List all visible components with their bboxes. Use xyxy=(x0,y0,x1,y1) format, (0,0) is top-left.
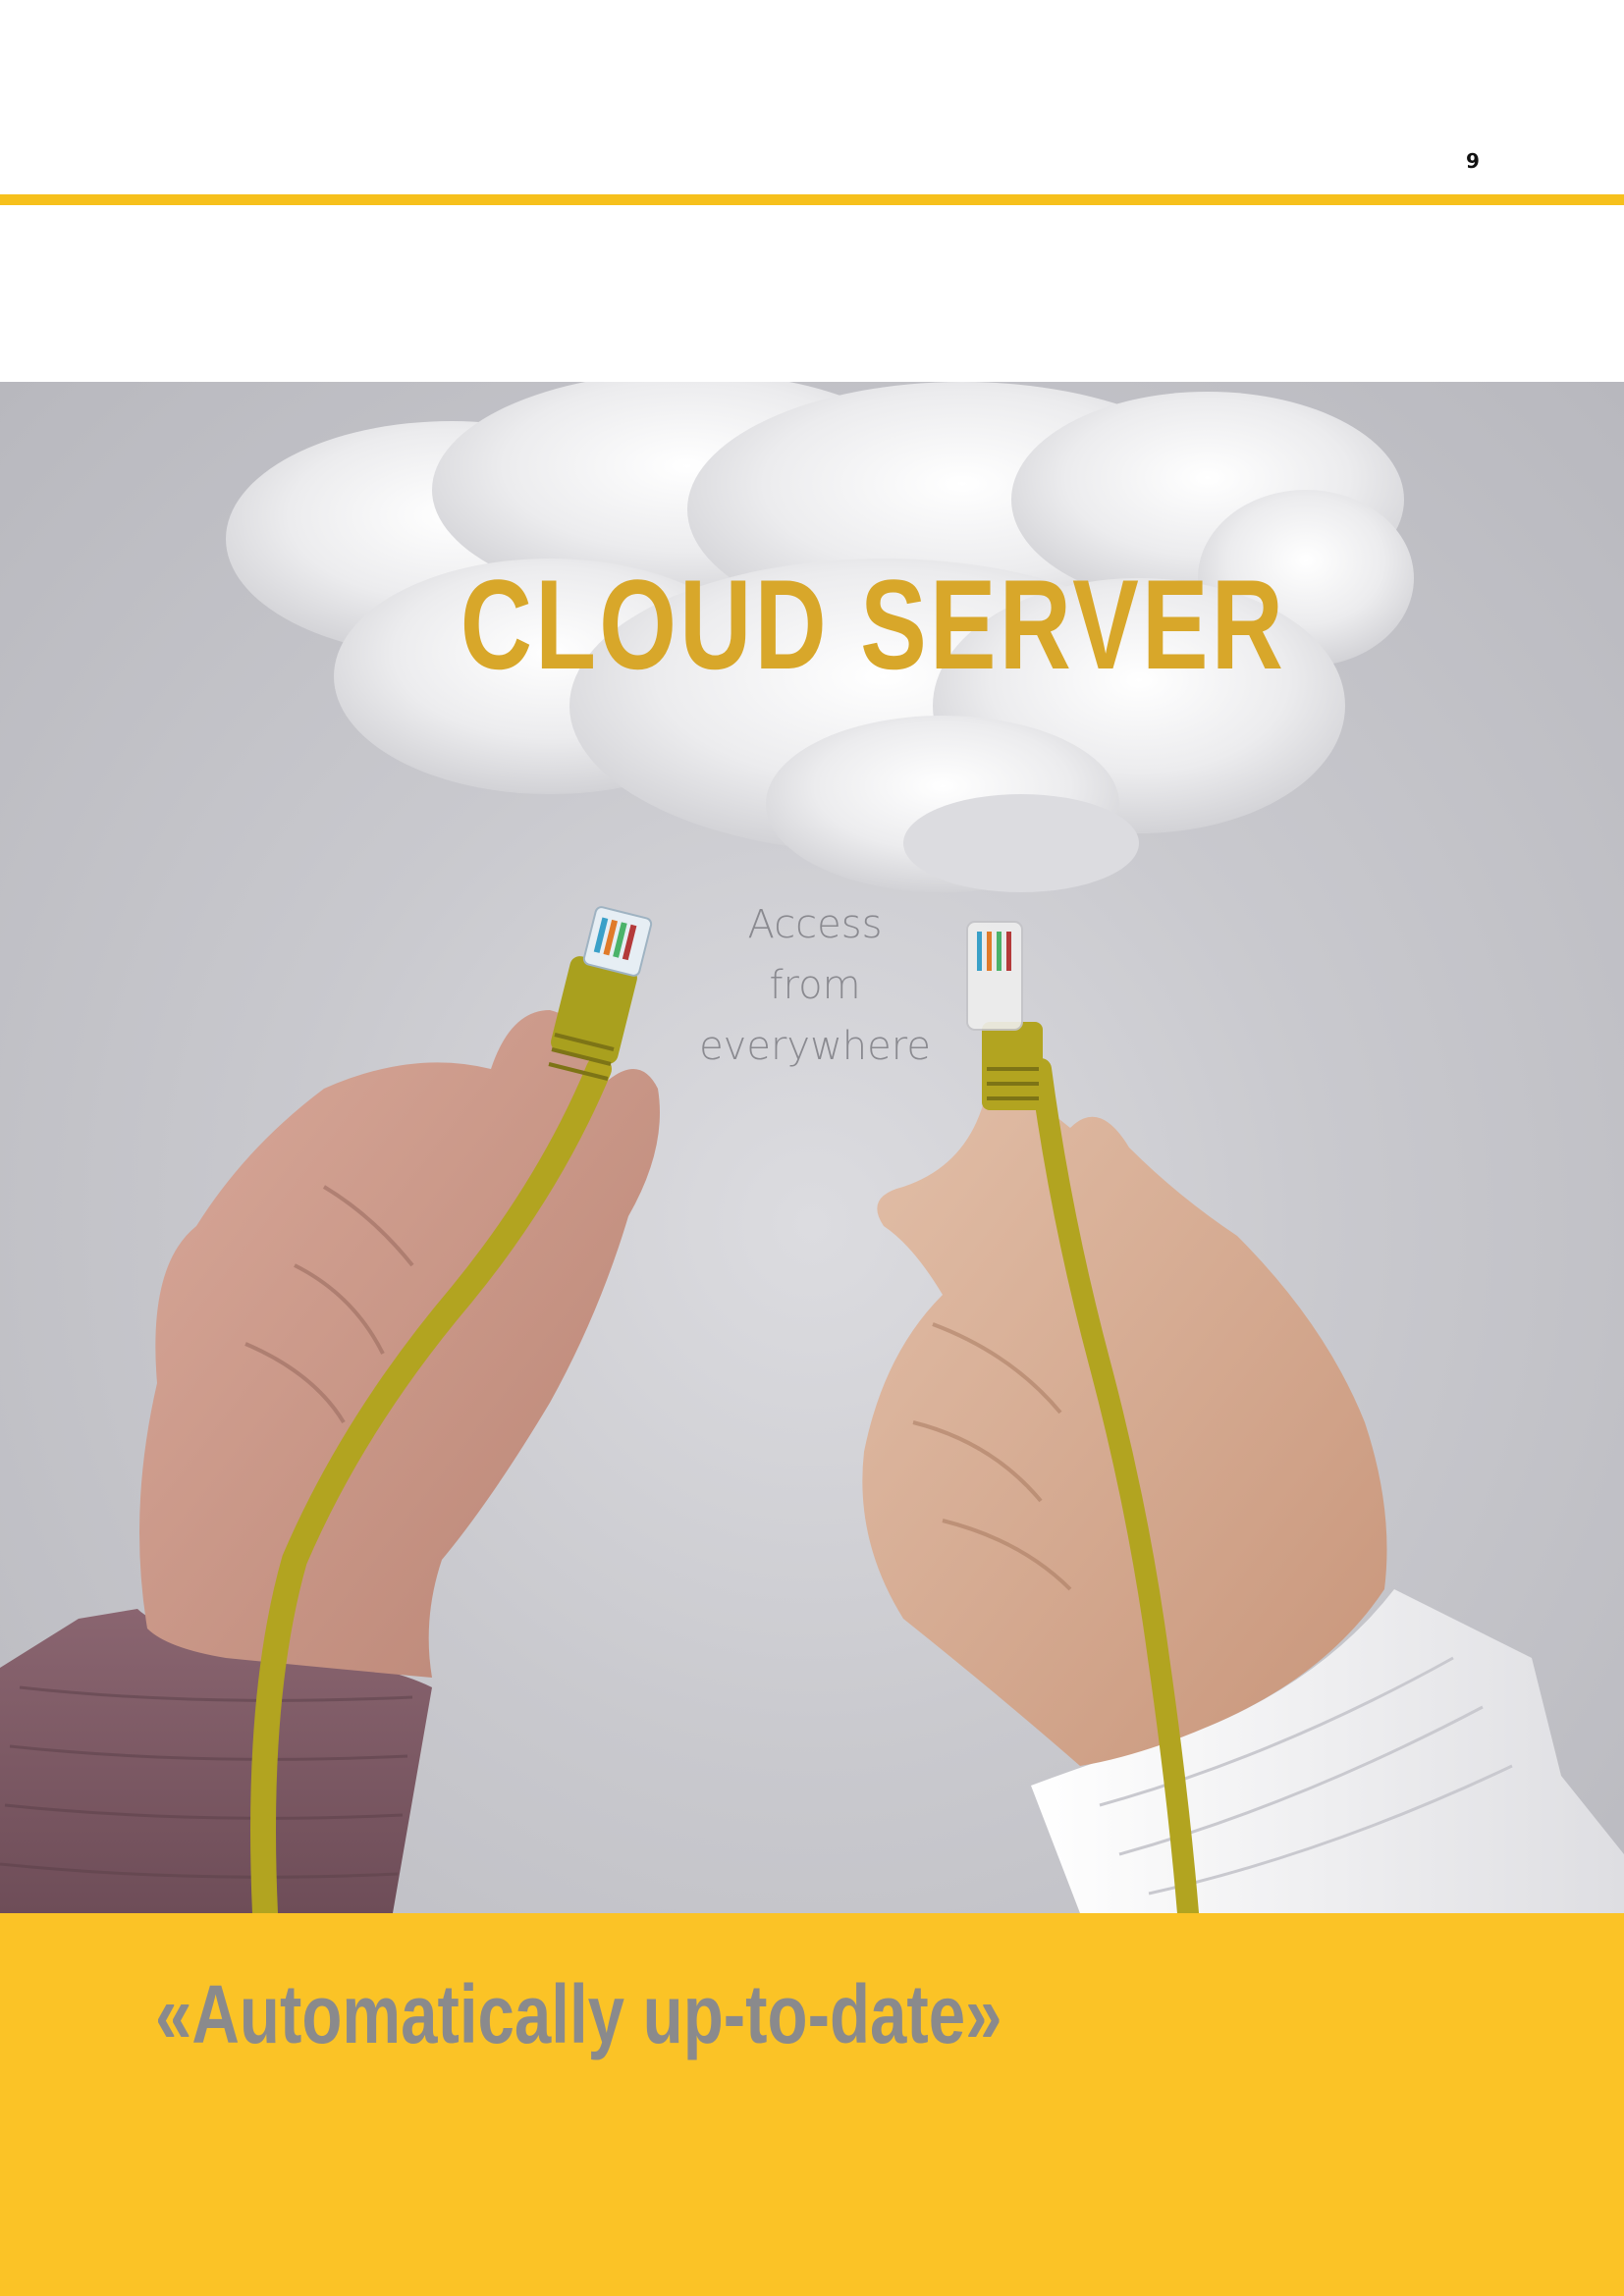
subtitle-line-1: Access xyxy=(747,902,883,947)
left-sleeve xyxy=(0,1609,432,1913)
hero-title: CLOUD SERVER xyxy=(460,553,1287,696)
left-connector xyxy=(548,906,653,1081)
page-number: 9 xyxy=(1466,149,1480,173)
hero-illustration xyxy=(0,382,1624,1913)
left-cable xyxy=(250,1056,612,1913)
hero-subtitle: Access from everywhere xyxy=(668,894,962,1077)
top-rule xyxy=(0,194,1624,205)
tagline-band: «Automatically up-to-date» xyxy=(0,1913,1624,2296)
subtitle-line-2: from xyxy=(769,963,861,1008)
cloud-shape xyxy=(226,382,1414,892)
hero-image: CLOUD SERVER Access from everywhere xyxy=(0,382,1624,1913)
subtitle-line-3: everywhere xyxy=(699,1024,931,1069)
tagline: «Automatically up-to-date» xyxy=(155,1968,1002,2060)
right-connector xyxy=(966,921,1043,1110)
right-cable xyxy=(1030,1058,1199,1913)
